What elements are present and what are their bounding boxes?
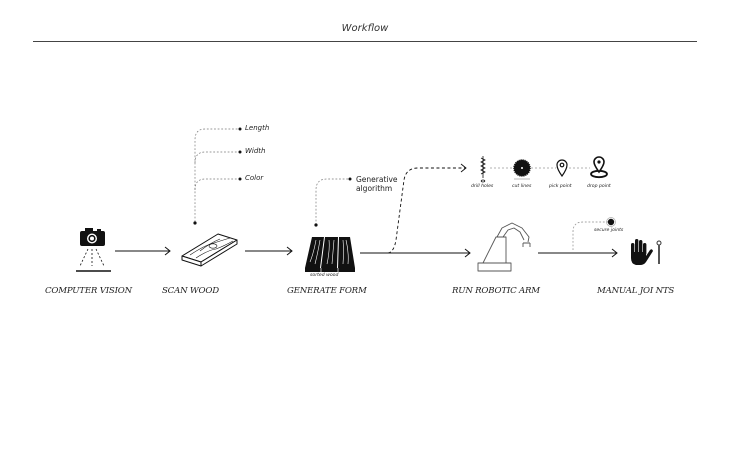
flow-arrow-3 xyxy=(360,248,471,258)
pin-icon xyxy=(656,240,662,264)
generative-line-1: Generative xyxy=(356,175,398,184)
page-title: Workflow xyxy=(341,23,389,34)
wood-plank-icon xyxy=(181,233,238,267)
flow-arrow-4 xyxy=(538,248,618,258)
attribute-width: Width xyxy=(245,147,266,155)
flow-arrow-2 xyxy=(245,246,293,256)
generative-marker xyxy=(348,177,352,181)
attribute-color: Color xyxy=(245,174,264,182)
task-label-drop-point: drop point xyxy=(587,184,611,189)
generate-connectors xyxy=(315,178,350,225)
camera-icon xyxy=(76,228,111,272)
saw-blade-icon xyxy=(513,159,531,180)
generative-algorithm-annotation: Generative algorithm xyxy=(356,175,398,193)
flow-arrow-1 xyxy=(115,246,171,256)
generate-origin-marker xyxy=(314,223,318,227)
manual-connector xyxy=(572,221,608,250)
task-label-cut-lines: cut lines xyxy=(512,184,532,189)
scan-origin-marker xyxy=(193,221,197,225)
length-marker xyxy=(238,127,242,131)
step-label-generate-form: GENERATE FORM xyxy=(287,286,367,296)
sorted-wood-label: sorted wood xyxy=(310,273,339,278)
task-branch-arrow xyxy=(387,163,467,254)
drill-bit-icon xyxy=(480,156,486,183)
color-marker xyxy=(238,177,242,181)
task-label-drill-holes: drill holes xyxy=(471,184,494,189)
width-marker xyxy=(238,150,242,154)
step-label-scan-wood: SCAN WOOD xyxy=(162,286,219,296)
generative-line-2: algorithm xyxy=(356,184,393,193)
step-label-computer-vision: COMPUTER VISION xyxy=(45,286,132,296)
task-label-pick-point: pick point xyxy=(549,184,572,189)
sorted-wood-icon xyxy=(305,237,355,272)
title-divider xyxy=(33,41,697,42)
drop-location-icon xyxy=(590,156,608,179)
map-pin-icon xyxy=(556,159,568,178)
scan-attribute-connectors xyxy=(194,128,240,222)
secure-joints-label: secure joints xyxy=(594,228,624,233)
step-label-run-robotic-arm: RUN ROBOTIC ARM xyxy=(452,286,540,296)
attribute-length: Length xyxy=(245,124,270,132)
hand-icon xyxy=(631,239,653,265)
step-label-manual-joints: MANUAL JOI NTS xyxy=(597,286,675,296)
secure-joints-marker xyxy=(607,218,615,226)
robotic-arm-icon xyxy=(477,222,531,272)
